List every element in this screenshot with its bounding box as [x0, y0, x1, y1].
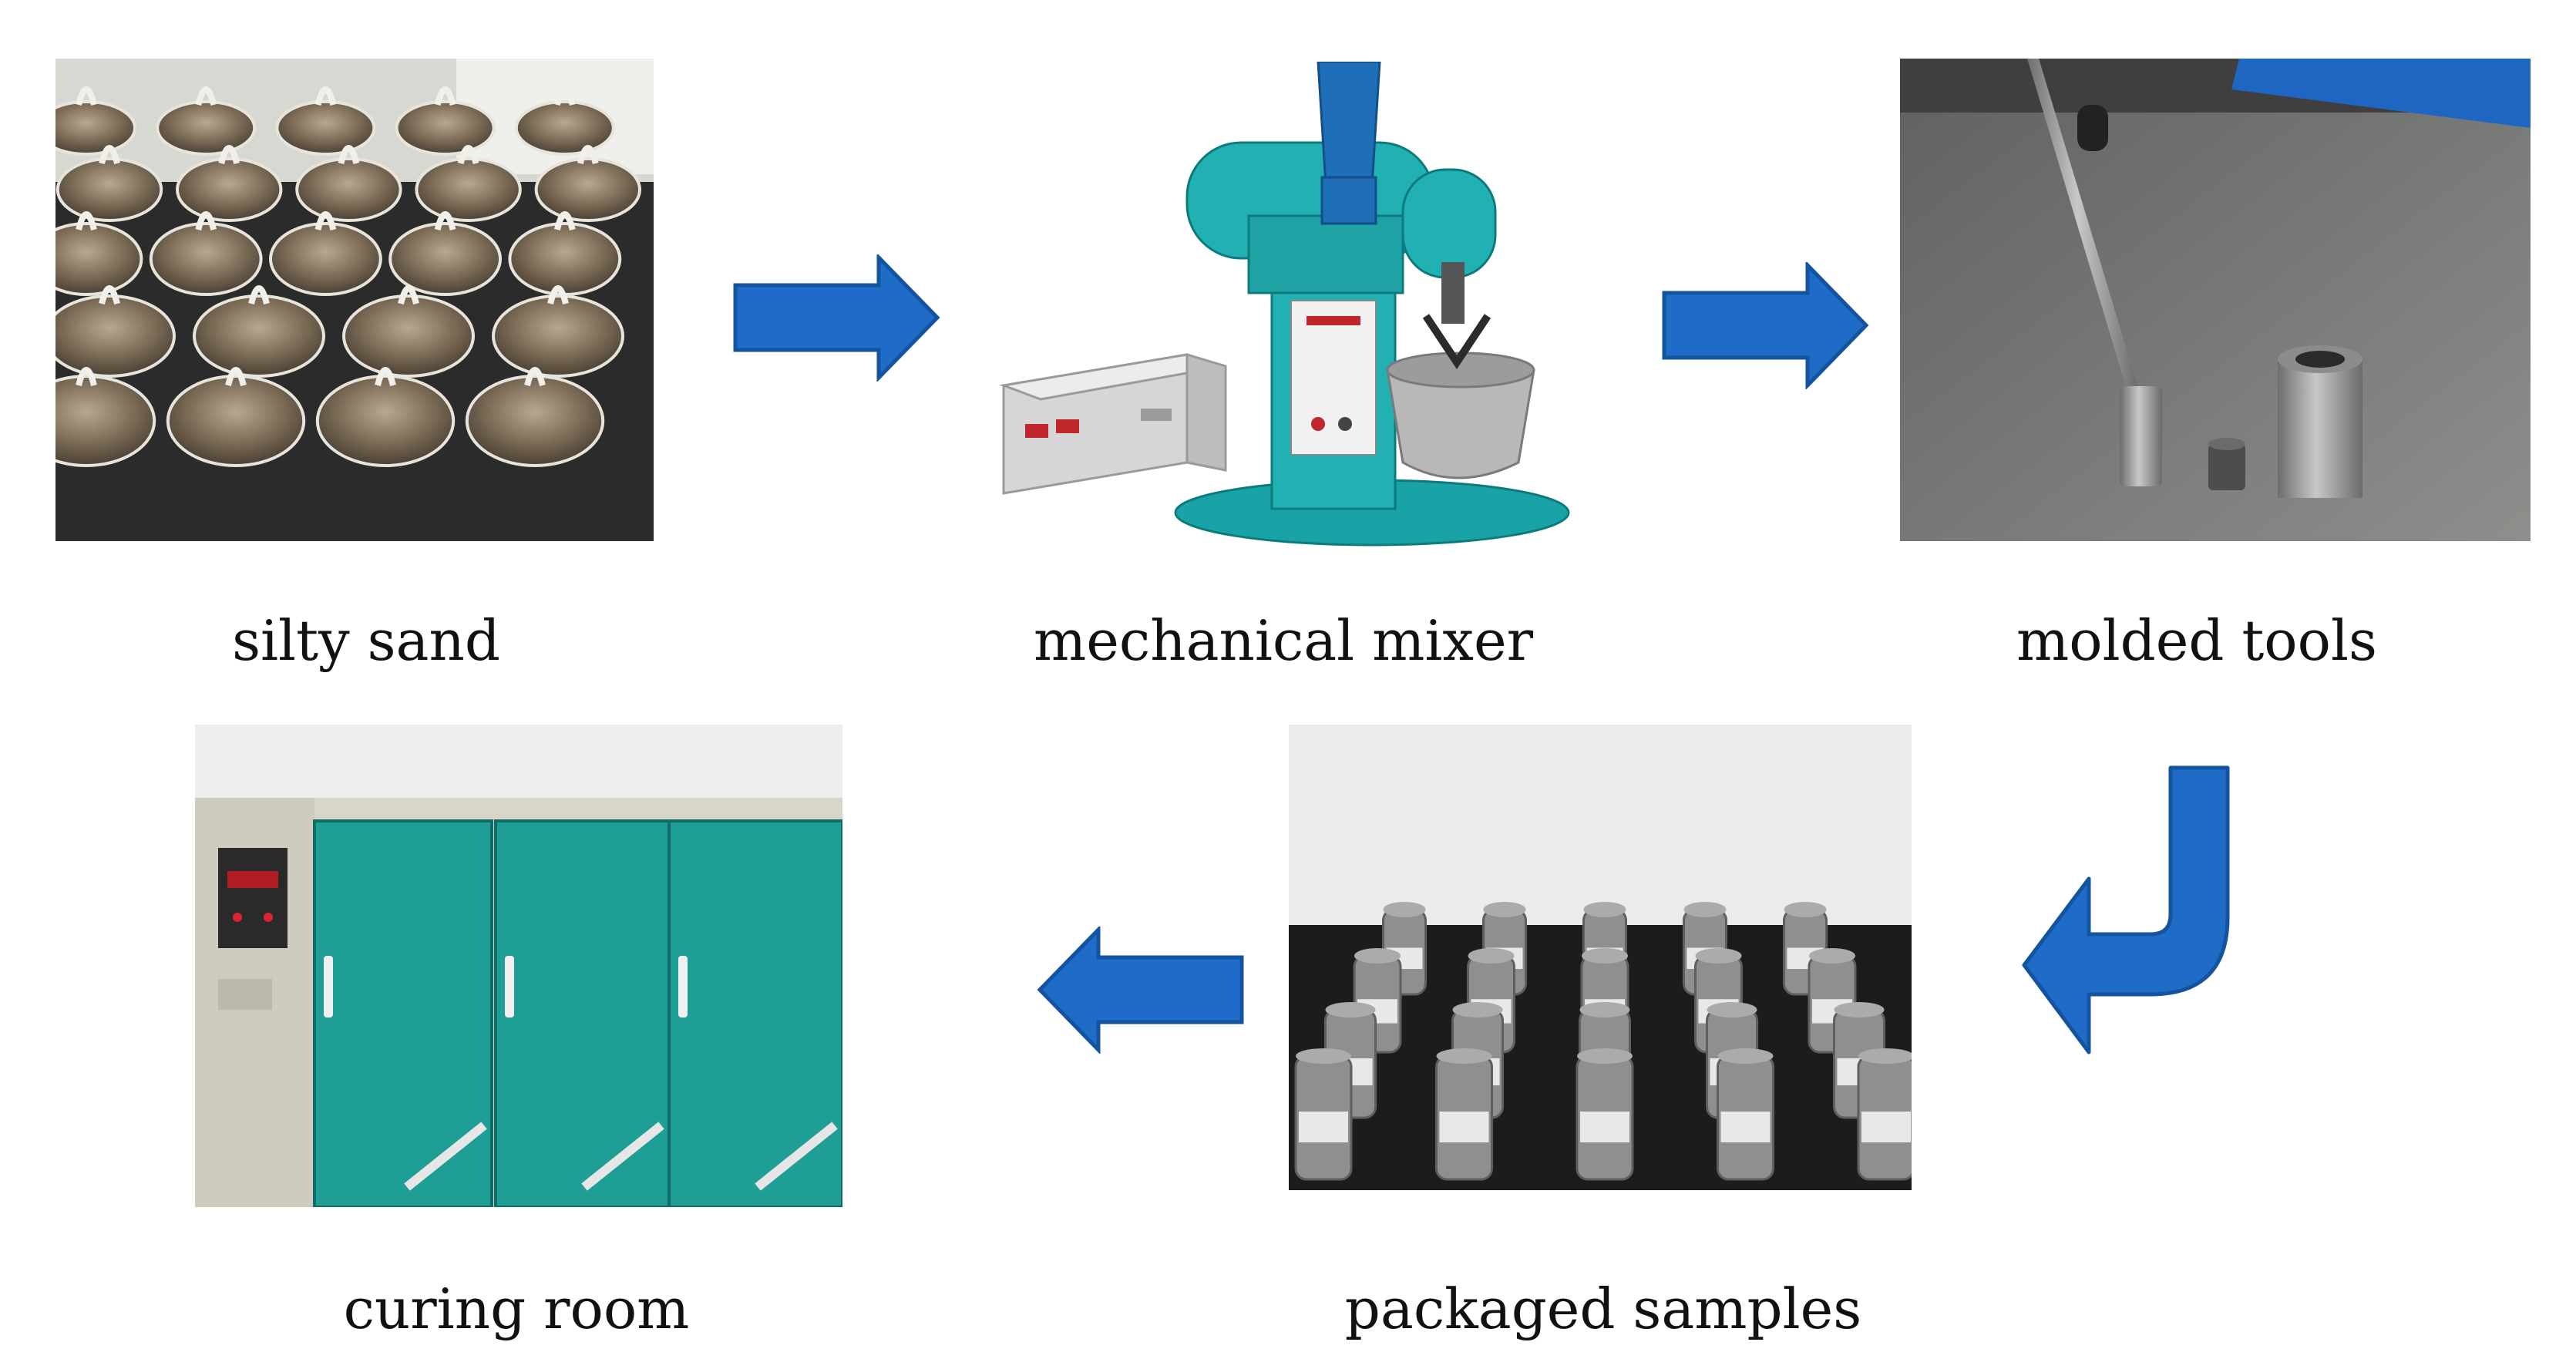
step-label-silty-sand: silty sand	[232, 608, 500, 673]
arrow-right-icon	[733, 254, 940, 382]
molded-tools-photo	[1900, 59, 2531, 541]
step-label-packaged-samples: packaged samples	[1344, 1276, 1862, 1341]
step-label-mechanical-mixer: mechanical mixer	[1034, 608, 1533, 673]
curing-room-photo	[195, 725, 842, 1207]
packaged-samples-photo	[1289, 725, 1912, 1190]
step-label-curing-room: curing room	[343, 1276, 690, 1341]
arrow-curved-down-left-icon	[2022, 765, 2230, 1054]
silty-sand-photo	[55, 59, 654, 541]
step-label-molded-tools: molded tools	[2016, 608, 2377, 673]
arrow-left-icon	[1037, 927, 1244, 1054]
arrow-right-icon	[1662, 262, 1869, 389]
mechanical-mixer-photo	[994, 62, 1580, 555]
